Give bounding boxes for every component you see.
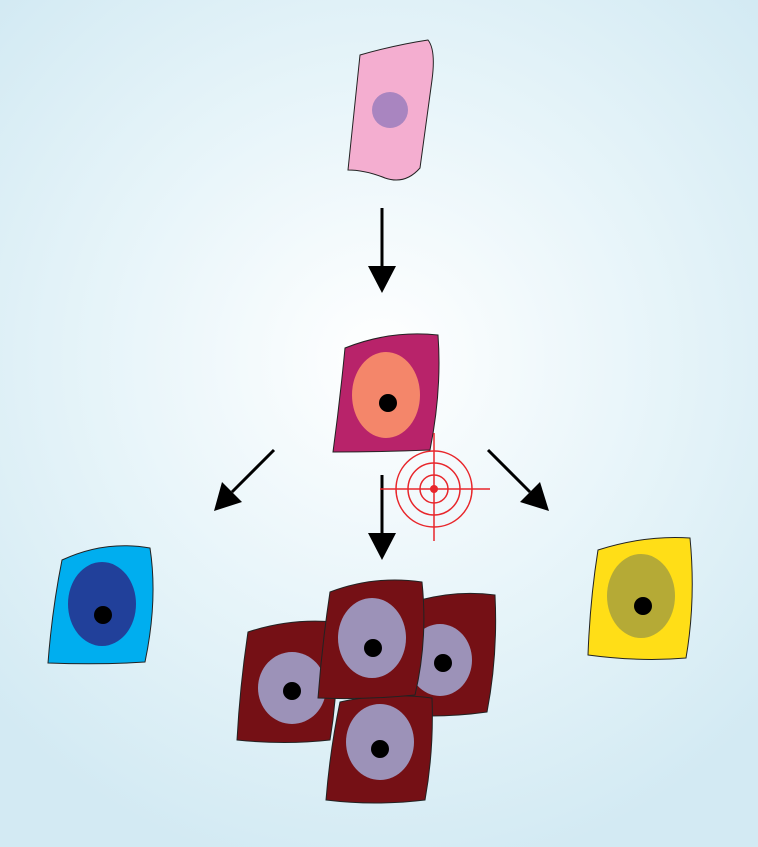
stem-cell <box>347 39 434 181</box>
arrow-icon <box>214 448 276 511</box>
stem-nucleus <box>372 92 408 128</box>
tumor-cell-cluster <box>236 579 497 804</box>
yellow-differentiated-cell <box>587 537 693 660</box>
arrow-icon <box>368 475 396 560</box>
blue-differentiated-cell <box>47 545 154 665</box>
arrow-icon <box>368 208 396 293</box>
progenitor-cell <box>332 333 440 453</box>
arrow-icon <box>486 448 549 511</box>
target-crosshair-icon <box>380 433 490 541</box>
tumor-cell <box>236 620 338 743</box>
tumor-cell <box>325 695 433 804</box>
tumor-cell <box>317 579 425 700</box>
